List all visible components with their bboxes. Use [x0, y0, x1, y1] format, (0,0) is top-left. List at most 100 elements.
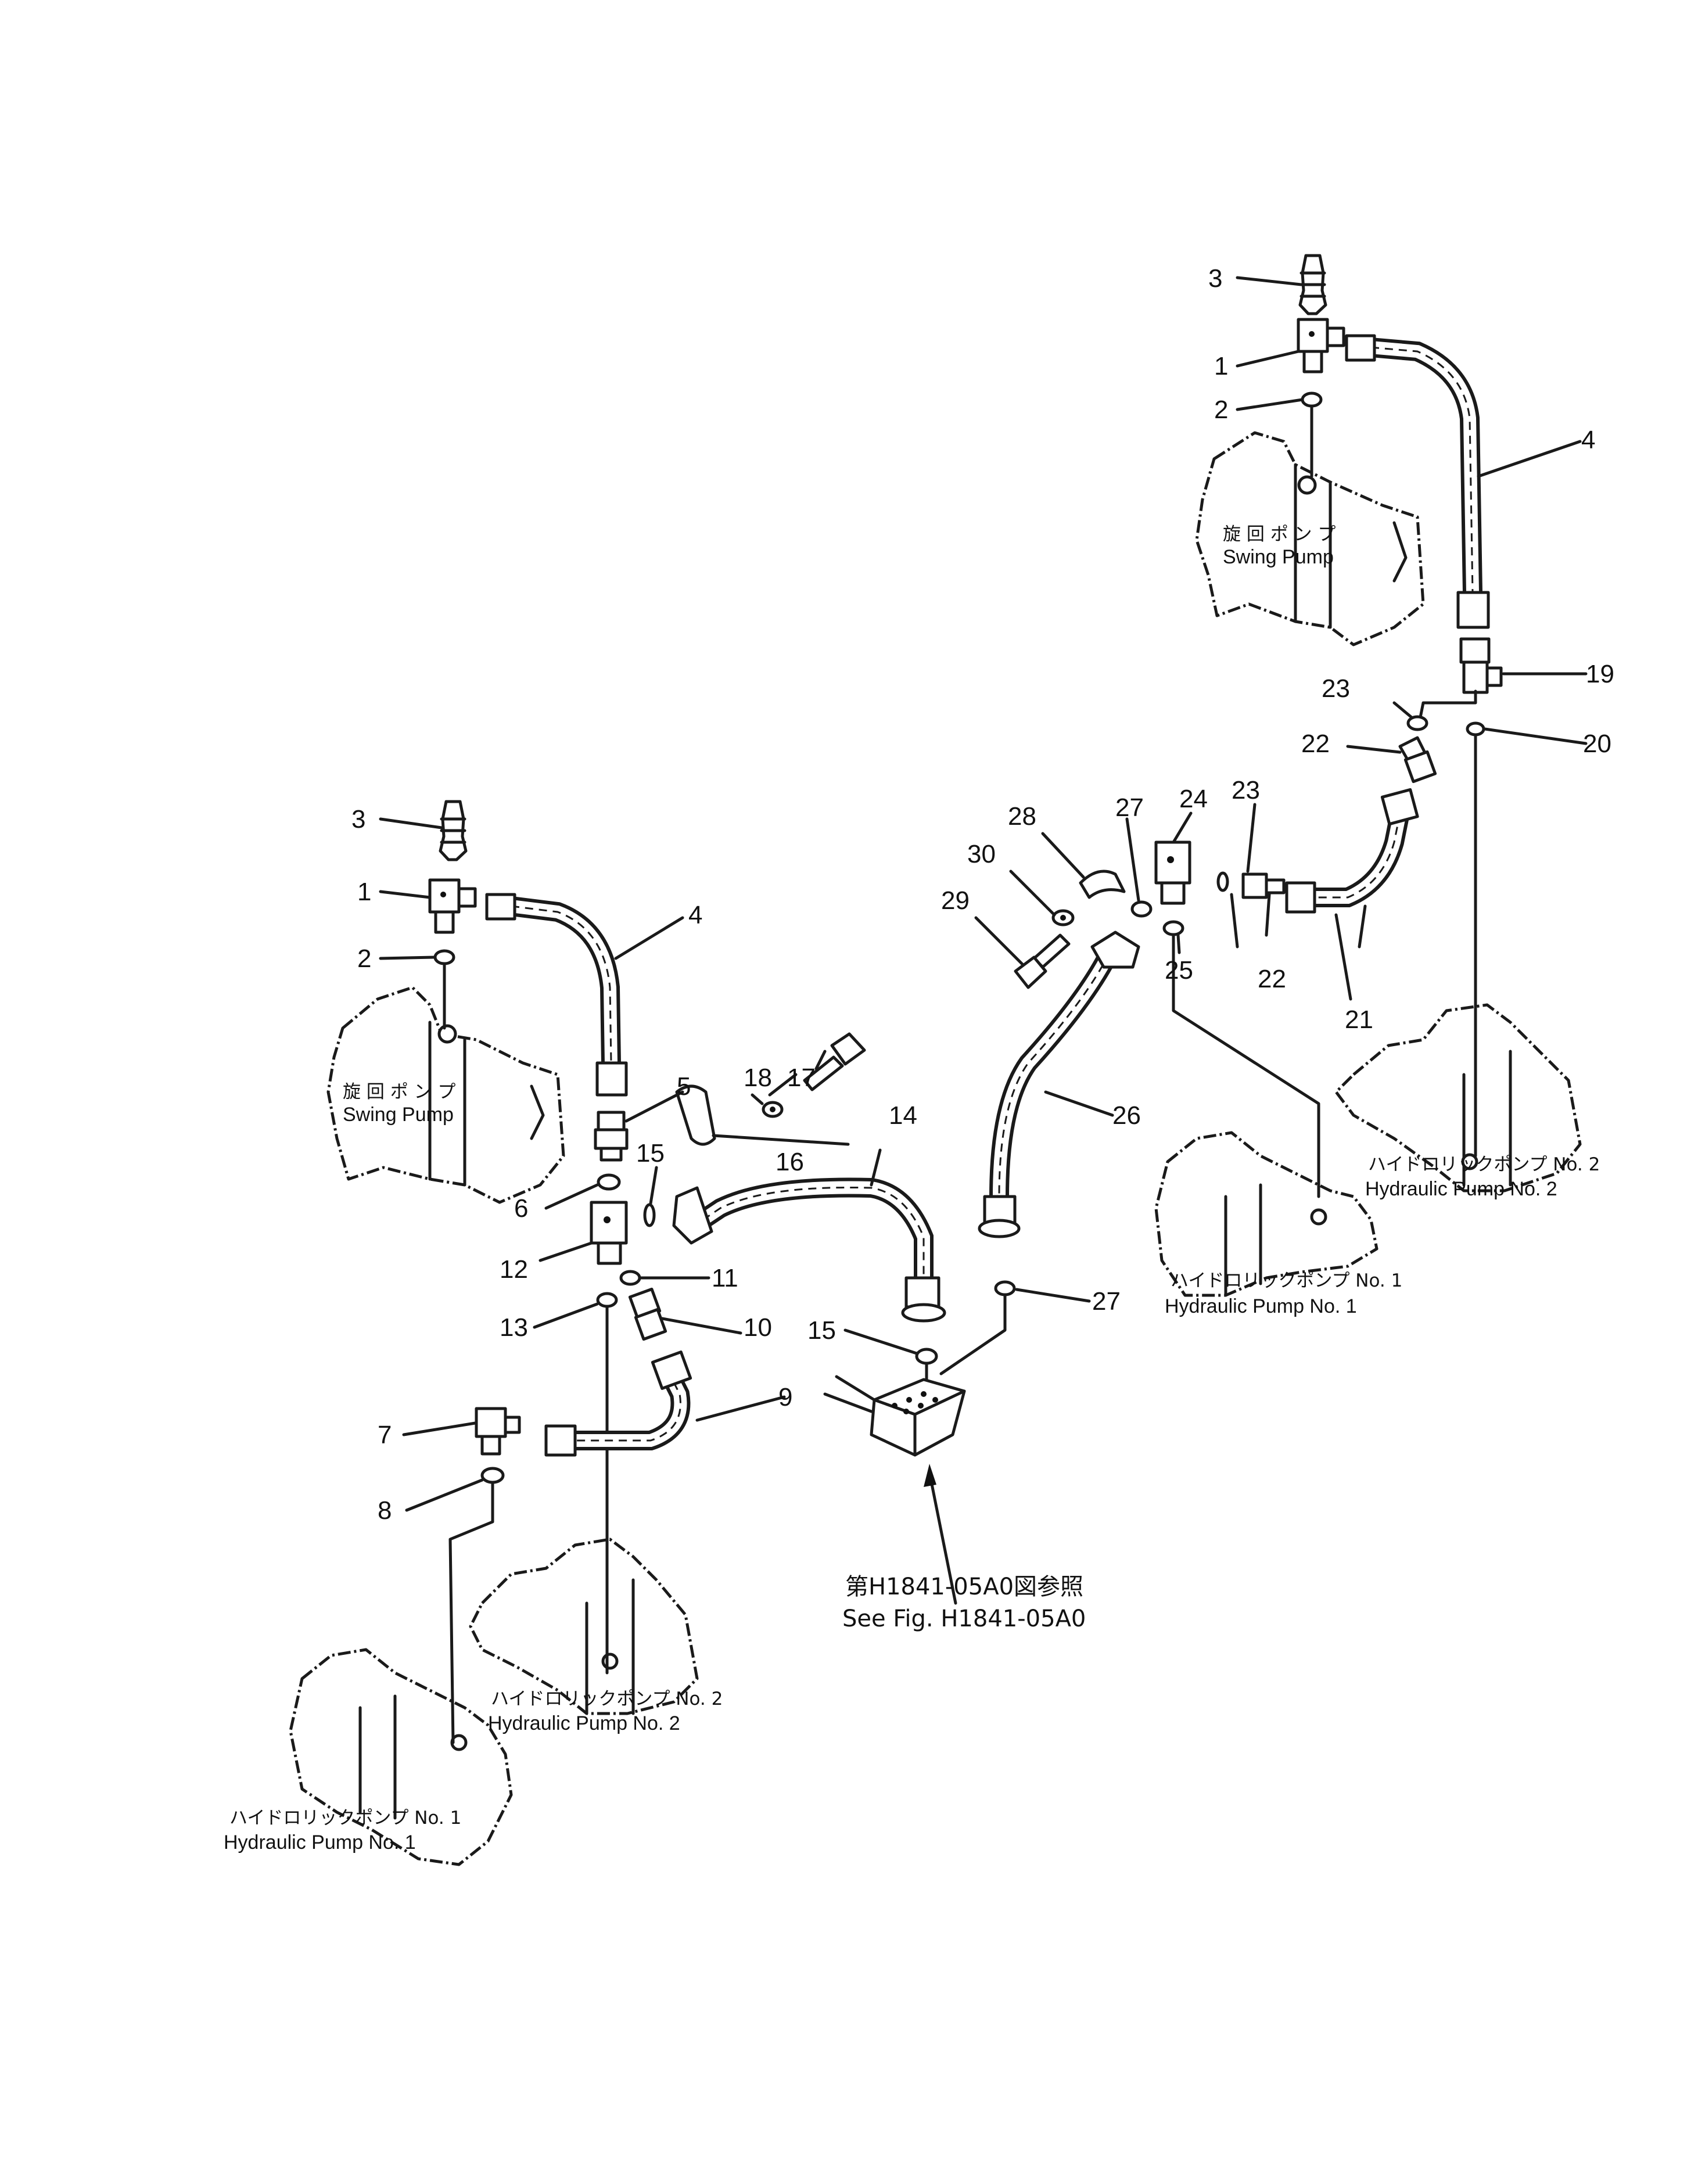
o-ring-23-lower [1216, 871, 1229, 892]
hyd-pump-no1-right-en: Hydraulic Pump No. 1 [1165, 1295, 1357, 1317]
block-12 [590, 1201, 628, 1265]
o-ring-20 [1466, 721, 1485, 737]
elbow-1-left [428, 878, 477, 934]
callout-8: 8 [378, 1496, 392, 1525]
hyd-pump-no2-left-jp: ハイドロリックポンプ No. 2 [491, 1689, 723, 1709]
split-flange-28 [1079, 870, 1126, 899]
callout-22-lower: 22 [1258, 965, 1286, 993]
breather-3-right [1298, 254, 1327, 315]
hose-26 [978, 931, 1140, 1238]
callout-12: 12 [500, 1255, 528, 1284]
fitting-22-upper [1398, 736, 1437, 784]
o-ring-13 [596, 1292, 618, 1308]
o-ring-2-left [433, 949, 455, 965]
callout-10: 10 [744, 1313, 772, 1342]
callout-11: 11 [712, 1264, 738, 1292]
callout-24: 24 [1179, 785, 1208, 813]
o-ring-8 [480, 1467, 505, 1484]
swing-pump-right [1195, 431, 1425, 646]
reference-en: See Fig. H1841-05A0 [842, 1605, 1086, 1632]
callout-2-left: 2 [357, 944, 371, 973]
callout-25: 25 [1165, 956, 1193, 985]
callout-1-left: 1 [357, 878, 371, 906]
hyd-pump-no1-left-jp: ハイドロリックポンプ No. 1 [229, 1808, 461, 1829]
o-ring-6 [597, 1173, 621, 1191]
control-valve-block [823, 1375, 966, 1457]
callout-27-lower: 27 [1092, 1287, 1121, 1316]
callout-26: 26 [1112, 1101, 1141, 1130]
callout-21: 21 [1345, 1005, 1373, 1034]
figure-reference: 第H1841-05A0図参照 See Fig. H1841-05A0 [842, 1574, 1086, 1632]
hose-4-left [485, 893, 628, 1097]
leader-lines [379, 276, 1588, 1512]
callout-7: 7 [378, 1421, 392, 1449]
callout-16: 16 [776, 1148, 804, 1176]
hyd-pump-no2-right-en: Hydraulic Pump No. 2 [1365, 1178, 1557, 1200]
block-24 [1154, 840, 1191, 905]
hose-21 [1285, 788, 1419, 914]
o-ring-2-right [1301, 391, 1323, 408]
swing-pump-left-en: Swing Pump [343, 1104, 454, 1126]
o-ring-27-upper [1130, 900, 1153, 918]
hyd-pump-no1-right-jp: ハイドロリックポンプ No. 1 [1171, 1270, 1402, 1291]
split-flange-16 [675, 1084, 716, 1146]
hyd-pump-no2-right-jp: ハイドロリックポンプ No. 2 [1368, 1154, 1600, 1175]
callout-4-left: 4 [688, 901, 702, 929]
swing-pump-right-jp: 旋 回 ポ ン プ [1223, 524, 1336, 545]
pump-labels: 旋 回 ポ ン プ Swing Pump 旋 回 ポ ン プ Swing Pum… [224, 524, 1600, 1853]
callout-23-right: 23 [1322, 674, 1350, 703]
fitting-5 [594, 1111, 629, 1162]
callouts: 3 1 2 4 19 23 22 20 23 24 27 28 30 29 25… [351, 264, 1614, 1525]
fitting-10 [628, 1287, 667, 1341]
reference-arrow [928, 1471, 957, 1605]
reference-jp: 第H1841-05A0図参照 [845, 1574, 1083, 1600]
hydraulic-pump-no2-left [469, 1538, 699, 1715]
callout-14: 14 [889, 1101, 917, 1130]
callout-17: 17 [787, 1064, 816, 1092]
callout-23-lower: 23 [1232, 776, 1260, 804]
callout-6: 6 [514, 1194, 528, 1223]
callout-28: 28 [1008, 802, 1036, 831]
hyd-pump-no2-left-en: Hydraulic Pump No. 2 [488, 1712, 680, 1734]
hydraulic-pump-no1-right [1154, 1131, 1378, 1297]
callout-30: 30 [967, 840, 996, 868]
elbow-1-right [1297, 318, 1345, 373]
callout-29: 29 [941, 886, 970, 915]
callout-15-lower: 15 [807, 1316, 836, 1345]
swing-pump-left-jp: 旋 回 ポ ン プ [343, 1082, 455, 1102]
callout-27-upper: 27 [1115, 793, 1144, 822]
bolt-17 [803, 1032, 866, 1091]
callout-20: 20 [1583, 730, 1611, 758]
swing-pump-right-en: Swing Pump [1223, 546, 1334, 568]
callout-9: 9 [778, 1383, 792, 1411]
hyd-pump-no1-left-en: Hydraulic Pump No. 1 [224, 1831, 416, 1853]
hose-14 [672, 1177, 946, 1323]
callout-15-left: 15 [636, 1139, 665, 1168]
callout-13: 13 [500, 1313, 528, 1342]
fitting-22-lower [1241, 872, 1286, 899]
callout-3-left: 3 [351, 805, 365, 834]
o-ring-15-left [643, 1203, 656, 1227]
o-ring-27-lower [994, 1280, 1016, 1296]
callout-22-upper: 22 [1301, 730, 1330, 758]
callout-18: 18 [744, 1064, 772, 1092]
callout-3-right: 3 [1208, 264, 1222, 293]
callout-4-right: 4 [1581, 426, 1595, 454]
bolt-29 [1014, 933, 1071, 989]
o-ring-15-lower [915, 1348, 938, 1365]
hydraulic-pump-no1-left [289, 1648, 513, 1866]
o-ring-25 [1162, 920, 1184, 936]
o-ring-11 [619, 1270, 641, 1286]
hydraulic-pump-no2-right [1334, 1003, 1582, 1192]
elbow-7 [475, 1407, 521, 1456]
callout-5: 5 [677, 1072, 691, 1101]
o-ring-23-right [1406, 715, 1428, 731]
breather-3-left [439, 800, 468, 861]
elbow-19-right [1459, 637, 1503, 694]
callout-2-right: 2 [1214, 396, 1228, 424]
swing-pump-left [326, 986, 565, 1204]
callout-1-right: 1 [1214, 352, 1228, 380]
callout-19: 19 [1586, 660, 1614, 688]
hose-9 [544, 1350, 692, 1457]
